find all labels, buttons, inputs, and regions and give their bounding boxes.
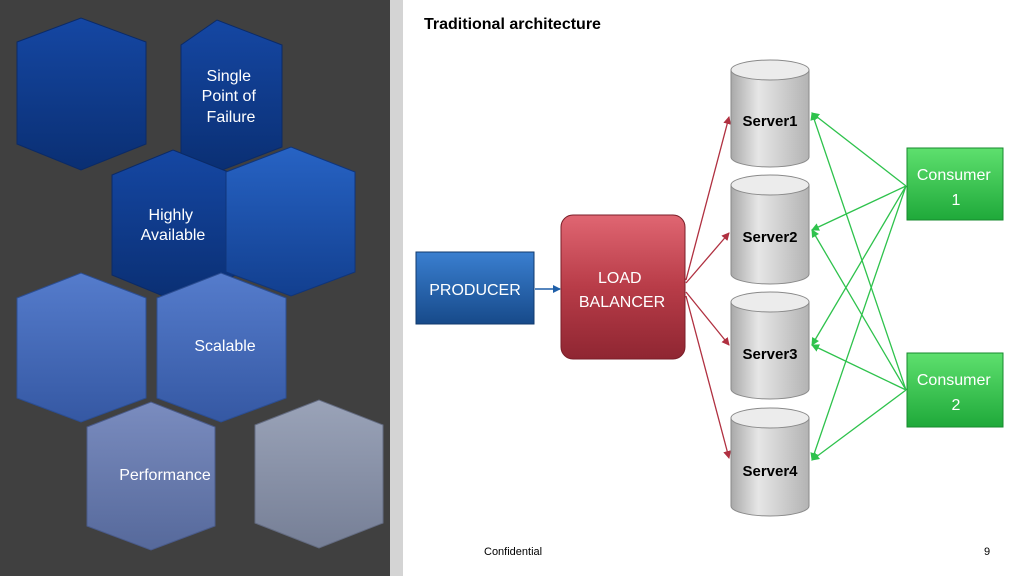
arrow-to-server4: [685, 295, 732, 459]
arrow-to-server3: [685, 291, 730, 346]
arrow-c1-server3: [811, 185, 907, 346]
hexagon-scalable: Scalable: [156, 272, 287, 423]
slide-title: Traditional architecture: [424, 16, 601, 33]
hexagon-middle-right: [225, 146, 356, 297]
hex-line: Failure: [207, 109, 256, 126]
consumer-line: Consumer: [917, 372, 991, 389]
lb-line: BALANCER: [579, 294, 665, 311]
panel-divider: [390, 0, 403, 576]
arrow-c2-server1: [810, 112, 907, 391]
footer-confidential: Confidential: [484, 546, 543, 558]
hex-line: Performance: [119, 467, 211, 484]
arrow-c1-server4: [810, 185, 907, 461]
hex-line: Highly: [149, 207, 193, 224]
server-3-label: Server3: [742, 346, 797, 363]
page-number: 9: [984, 546, 991, 558]
hex-line: Single: [207, 68, 252, 85]
hex-label-performance: Performance: [119, 467, 211, 484]
consumer-1-label: Consumer 1: [917, 167, 995, 209]
producer-box: PRODUCER: [415, 251, 535, 325]
arrow-to-server2: [685, 232, 730, 284]
consumer-line: Consumer: [917, 167, 991, 184]
consumer-line: 1: [952, 192, 961, 209]
server-1-label: Server1: [742, 113, 797, 130]
arrow-c2-server3: [811, 344, 907, 391]
load-balancer-label: LOAD BALANCER: [579, 270, 665, 311]
arrow-c2-server2: [811, 229, 907, 391]
load-balancer-box: LOAD BALANCER: [560, 214, 686, 360]
consumer-2-box: Consumer 2: [906, 352, 1004, 428]
hex-line: Available: [141, 227, 206, 244]
hexagon-highly-available: Highly Available: [111, 149, 237, 301]
server-2: Server2: [730, 174, 810, 285]
server-3: Server3: [730, 291, 810, 400]
hex-line: Scalable: [194, 338, 255, 355]
hex-label-highly-available: Highly Available: [141, 207, 206, 244]
server-4: Server4: [730, 407, 810, 517]
hexagon-performance: Performance: [86, 401, 216, 551]
hex-label-scalable: Scalable: [194, 338, 255, 355]
consumer-to-server-arrows: [810, 112, 907, 461]
arrow-to-server1: [685, 116, 732, 281]
hex-label-single-point-of-failure: Single Point of Failure: [202, 68, 261, 126]
consumer-line: 2: [952, 397, 961, 414]
hexagon-bottom-right: [254, 399, 384, 549]
balancer-to-server-arrows: [685, 116, 732, 459]
hexagon-top-left: [16, 17, 147, 171]
hexagon-single-point-of-failure: Single Point of Failure: [180, 19, 283, 173]
consumer-1-box: Consumer 1: [906, 147, 1004, 221]
consumer-2-label: Consumer 2: [917, 372, 995, 414]
hex-line: Point of: [202, 88, 257, 105]
arrow-c1-server1: [811, 112, 907, 187]
server-1: Server1: [730, 59, 810, 168]
arrow-c2-server4: [811, 389, 907, 461]
server-4-label: Server4: [742, 463, 798, 480]
hexagon-lower-left: [16, 272, 147, 423]
producer-label: PRODUCER: [429, 282, 521, 299]
lb-line: LOAD: [598, 270, 642, 287]
server-2-label: Server2: [742, 229, 797, 246]
arrow-c1-server2: [811, 185, 907, 231]
